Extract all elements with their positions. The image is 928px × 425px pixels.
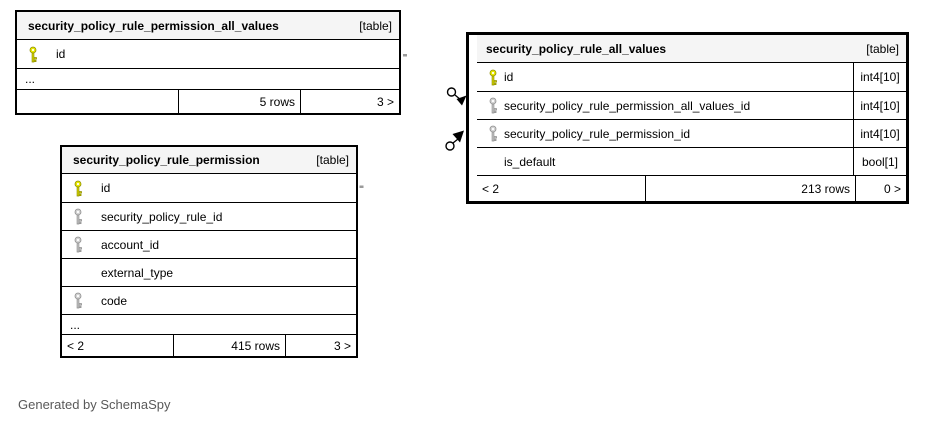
footer-related-left: < 2	[67, 338, 85, 353]
column-row: security_policy_rule_id	[62, 202, 356, 230]
column-type: int4[10]	[853, 63, 906, 91]
relationship-connector-1	[446, 87, 467, 106]
table-footer: < 2 213 rows 0 >	[477, 175, 906, 201]
column-name: is_default	[504, 154, 556, 169]
foreign-key-icon	[73, 208, 83, 225]
truncated-columns-indicator: ...	[62, 314, 356, 334]
footer-related-left: < 2	[482, 181, 500, 196]
table-title: security_policy_rule_permission	[73, 153, 260, 167]
column-row: is_default bool[1]	[477, 147, 906, 175]
table-security-policy-rule-permission[interactable]: security_policy_rule_permission [table] …	[60, 145, 358, 358]
column-row: id	[62, 174, 356, 202]
footer-row-count: 5 rows	[178, 90, 300, 113]
column-name: security_policy_rule_permission_id	[504, 126, 691, 141]
column-type: int4[10]	[853, 92, 906, 119]
foreign-key-icon	[488, 97, 498, 114]
column-row: id int4[10]	[477, 63, 906, 91]
column-name: external_type	[101, 265, 174, 280]
footer-row-count: 213 rows	[645, 176, 855, 201]
table-security-policy-rule-permission-all-values[interactable]: security_policy_rule_permission_all_valu…	[15, 10, 401, 115]
table-badge: [table]	[866, 41, 899, 56]
relationship-connector-2	[445, 130, 464, 151]
column-name: account_id	[101, 237, 160, 252]
table-header: security_policy_rule_permission_all_valu…	[17, 12, 399, 40]
column-name: id	[504, 70, 514, 84]
foreign-key-icon	[73, 236, 83, 253]
table-title: security_policy_rule_all_values	[486, 41, 667, 56]
footer-related-right: 3 >	[285, 335, 356, 356]
table-badge: [table]	[359, 18, 392, 33]
footer-related-right: 3 >	[300, 90, 399, 113]
table-header: security_policy_rule_permission [table]	[62, 147, 356, 174]
column-row: code	[62, 286, 356, 314]
table-title: security_policy_rule_permission_all_valu…	[28, 18, 279, 33]
table-footer: < 2 415 rows 3 >	[62, 334, 356, 356]
edge-stub-table1-id	[403, 54, 407, 57]
primary-key-icon	[488, 69, 498, 86]
primary-key-icon	[73, 180, 83, 197]
generator-note: Generated by SchemaSpy	[18, 397, 171, 412]
column-name: id	[56, 47, 66, 61]
column-row: id	[17, 40, 399, 68]
table-badge: [table]	[316, 153, 349, 167]
table-security-policy-rule-all-values[interactable]: security_policy_rule_all_values [table] …	[466, 32, 909, 204]
column-name: security_policy_rule_permission_all_valu…	[504, 98, 751, 113]
truncated-columns-indicator: ...	[17, 68, 399, 89]
column-name: security_policy_rule_id	[101, 209, 223, 224]
footer-related-right: 0 >	[855, 176, 906, 201]
footer-row-count: 415 rows	[173, 335, 285, 356]
column-row: security_policy_rule_permission_all_valu…	[477, 91, 906, 119]
table-header: security_policy_rule_all_values [table]	[477, 35, 906, 63]
column-name: id	[101, 181, 111, 195]
cardinality-circle	[445, 141, 455, 151]
primary-key-icon	[28, 46, 38, 63]
column-row: account_id	[62, 230, 356, 258]
column-type: bool[1]	[853, 148, 906, 175]
foreign-key-icon	[488, 125, 498, 142]
table-footer: 5 rows 3 >	[17, 89, 399, 113]
column-row: security_policy_rule_permission_id int4[…	[477, 119, 906, 147]
edge-stub-table2-id	[359, 185, 364, 188]
column-row: external_type	[62, 258, 356, 286]
column-name: code	[101, 293, 128, 308]
foreign-key-icon	[73, 292, 83, 309]
footer-related-left	[17, 90, 178, 113]
column-type: int4[10]	[853, 120, 906, 147]
cardinality-circle	[446, 87, 457, 97]
